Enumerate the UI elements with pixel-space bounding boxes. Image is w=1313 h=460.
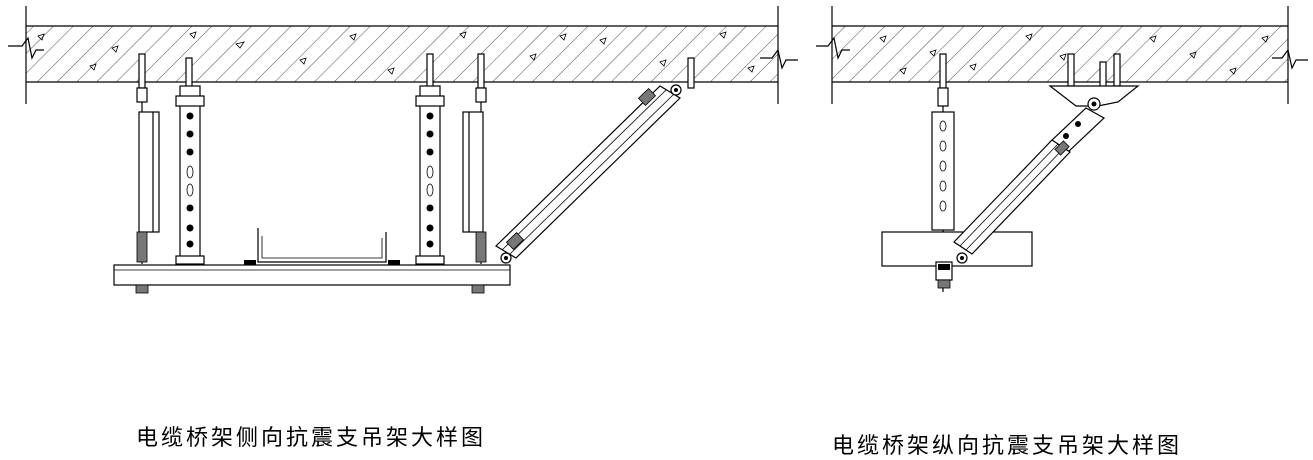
left-hanger-rod xyxy=(136,87,160,264)
lateral-bracket-detail xyxy=(8,6,798,294)
swivel-bracket-right xyxy=(1048,85,1140,111)
caption-lateral-bracket: 电缆桥架侧向抗震支吊架大样图 xyxy=(136,426,487,451)
right-vertical-channel xyxy=(931,111,955,231)
left-slotted-channel xyxy=(175,85,205,267)
base-channel-left xyxy=(113,264,511,294)
diagonal-brace-left xyxy=(495,84,682,264)
right-slotted-channel xyxy=(415,85,445,267)
concrete-slab-right xyxy=(816,6,1308,104)
cable-tray-right xyxy=(881,231,1033,267)
right-hanger-rod xyxy=(462,87,487,264)
cable-tray-left xyxy=(244,228,400,265)
caption-longitudinal-bracket: 电缆桥架纵向抗震支吊架大样图 xyxy=(832,434,1183,459)
concrete-slab-left xyxy=(8,6,798,104)
longitudinal-bracket-detail xyxy=(816,6,1308,292)
diagonal-brace-right xyxy=(953,107,1106,255)
bottom-clamp-right xyxy=(935,252,968,289)
